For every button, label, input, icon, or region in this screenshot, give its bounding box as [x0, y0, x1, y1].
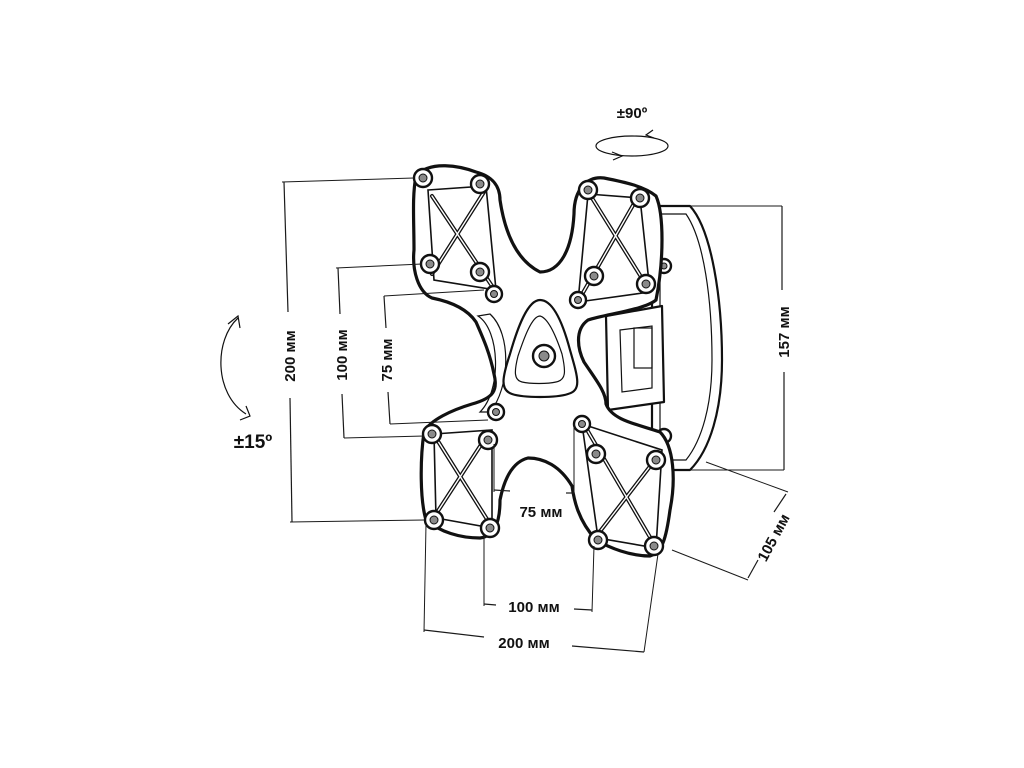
- hole-100-top-right: [635, 273, 657, 295]
- dimension-mid-height: 100 мм: [334, 263, 425, 439]
- hole-bottom-left-5: [479, 517, 501, 539]
- inner-width-label: 75 мм: [519, 504, 562, 521]
- swivel-angle-label: ±90º: [617, 105, 648, 122]
- outer-height-label: 200 мм: [282, 330, 299, 381]
- corner-bottom-left: [433, 429, 493, 529]
- dimension-mid-width: 100 мм: [483, 534, 595, 616]
- hole-75-top-left: [469, 261, 491, 283]
- hole-100-bottom-left: [421, 423, 443, 445]
- hole-top-right-5: [568, 290, 588, 310]
- swivel-rotation-indicator: ±90º: [595, 105, 669, 161]
- dimension-outer-height: 200 мм: [281, 177, 425, 523]
- hole-bottom-right-4: [587, 529, 609, 551]
- mounting-holes: [412, 167, 667, 557]
- hole-200-top-right: [577, 179, 599, 201]
- hole-top-right-2: [629, 187, 651, 209]
- arm-height-label: 157 мм: [776, 306, 793, 357]
- mid-height-label: 100 мм: [334, 329, 351, 380]
- mid-width-label: 100 мм: [508, 599, 559, 616]
- hole-75-top-right: [583, 265, 605, 287]
- dimension-inner-width: 75 мм: [493, 424, 575, 521]
- dimension-outer-width: 200 мм: [423, 523, 659, 653]
- outer-width-label: 200 мм: [498, 635, 549, 652]
- hole-200-bottom-right: [643, 535, 665, 557]
- arm-depth-label: 105 мм: [754, 511, 793, 564]
- hole-bottom-right-1: [572, 414, 592, 434]
- hole-75-bottom-left: [477, 429, 499, 451]
- tilt-angle-label: ±15º: [234, 432, 273, 453]
- hole-75-bottom-right: [585, 443, 607, 465]
- inner-height-label: 75 мм: [379, 338, 396, 381]
- hole-top-left-2: [469, 173, 491, 195]
- tilt-rotation-indicator: ±15º: [220, 314, 273, 453]
- dimension-inner-height: 75 мм: [379, 289, 489, 425]
- dimension-arm-depth: 105 мм: [671, 461, 794, 581]
- wall-bracket: [604, 204, 724, 472]
- hole-100-bottom-right: [645, 449, 667, 471]
- hole-200-top-left: [412, 167, 434, 189]
- hole-100-top-left: [419, 253, 441, 275]
- hole-bottom-left-3: [486, 402, 506, 422]
- dimension-arm-height: 157 мм: [690, 205, 793, 471]
- hole-top-left-5: [484, 284, 504, 304]
- hole-200-bottom-left: [423, 509, 445, 531]
